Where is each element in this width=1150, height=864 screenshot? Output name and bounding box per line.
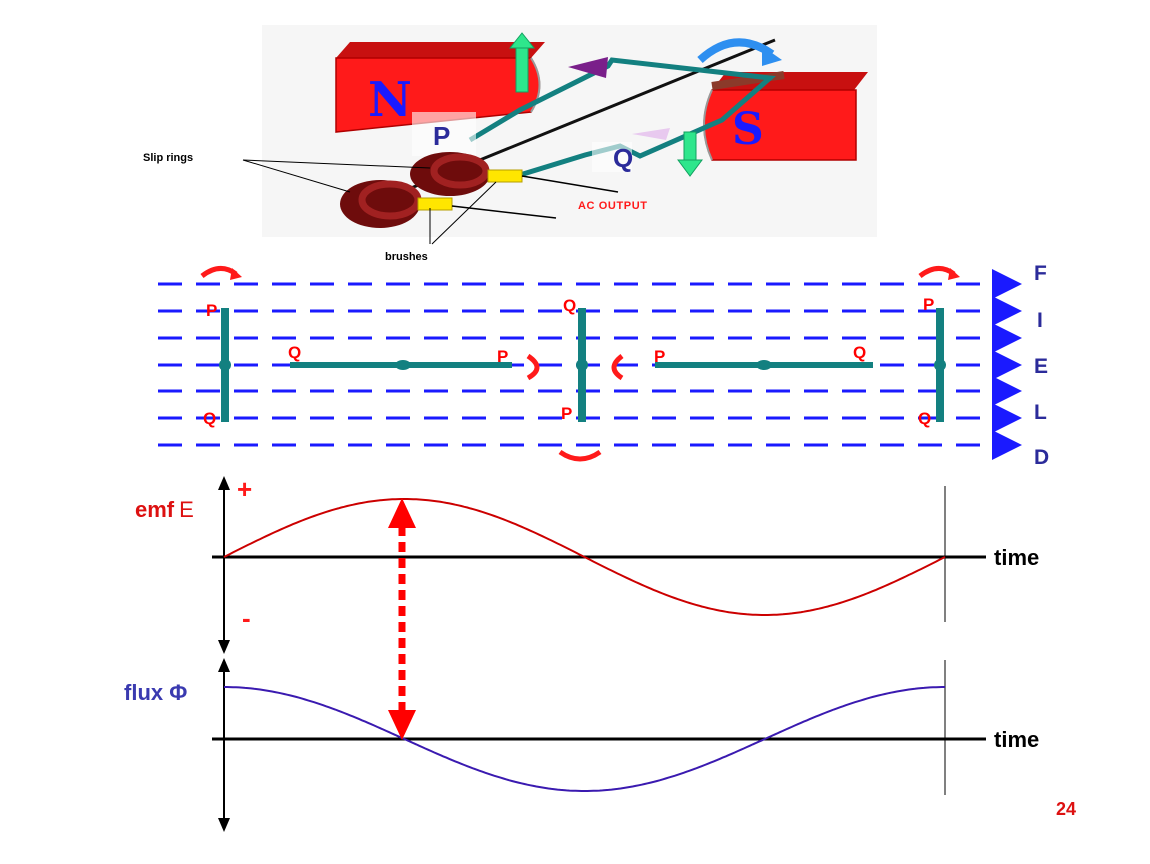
phase-marker-top-head [388,498,416,528]
field-letter-e: E [1034,355,1048,378]
rotation-arrow-4 [558,449,602,462]
coil-side-p: P [433,121,450,151]
field-letter-l: L [1034,401,1047,424]
flux-axis-label: flux Φ [124,680,187,705]
coil-position-5: P Q [918,266,960,428]
emf-curve [223,498,946,616]
brushes-label: brushes [385,251,428,263]
phase-marker-bottom-head [388,710,416,740]
force-arrow-up [508,32,536,93]
emf-time-label: time [994,545,1039,570]
force-arrow-down [677,131,703,177]
coil-position-4-right: Q [853,343,866,362]
generator-illustration: N S P Q [143,25,877,263]
coil-position-3-top: Q [563,296,576,315]
field-letter-d: D [1034,446,1049,469]
emf-plus-sign: + [237,474,252,504]
coil-p-highlight [412,112,476,156]
output-lead-2 [451,205,557,219]
flux-y-axis-top-arrow [218,658,230,672]
ac-output-label: AC OUTPUT [578,200,648,212]
south-pole-letter: S [732,104,764,155]
slip-rings [340,152,523,228]
slip-rings-leader-2 [242,159,431,169]
coil-position-3: Q P [558,296,624,462]
rotation-arrow-head [762,46,782,66]
current-arrow-top [568,57,608,78]
coil-position-5-bottom: Q [918,409,931,428]
phase-marker-arrow [388,498,416,740]
coil-position-2-left: Q [288,343,301,362]
coil-position-2: Q P [288,343,540,381]
field-letters: F I E L D [1034,262,1049,469]
coil-position-1-top: P [206,301,217,320]
flux-curve [224,686,945,792]
page-number: 24 [1056,799,1076,819]
field-letter-i: I [1037,309,1043,332]
coil-position-3-bottom: P [561,404,572,423]
flux-time-label: time [994,727,1039,752]
north-magnet: N [335,42,545,133]
rotating-coil [468,57,776,181]
field-letter-f: F [1034,262,1047,285]
coil-position-1-bottom: Q [203,409,216,428]
emf-y-axis-top-arrow [218,476,230,490]
slip-rings-leader-1 [242,159,351,193]
coil-position-5-top: P [923,295,934,314]
slip-rings-label: Slip rings [143,152,193,164]
coil-position-2-right: P [497,347,508,366]
brush-2 [487,169,523,183]
rotation-arrow-2 [526,353,540,381]
output-lead-1 [521,175,619,193]
coil-position-4-left: P [654,347,665,366]
emf-y-axis-bottom-arrow [218,640,230,654]
current-arrow-bottom [632,128,670,140]
coil-side-q: Q [613,143,633,173]
flux-graph: flux Φ time [124,658,1039,832]
rotation-arrow-3 [611,354,624,381]
brushes-leader-2 [431,181,497,245]
field-diagram: F I E L D P Q Q P Q P [158,262,1049,469]
coil-position-4: P Q [654,343,873,370]
coil-q-highlight [592,142,632,172]
brush-1 [417,197,453,211]
flux-y-axis-bottom-arrow [218,818,230,832]
coil-position-1: P Q [200,266,242,428]
emf-minus-sign: - [242,603,251,633]
north-pole-letter: N [368,72,412,128]
